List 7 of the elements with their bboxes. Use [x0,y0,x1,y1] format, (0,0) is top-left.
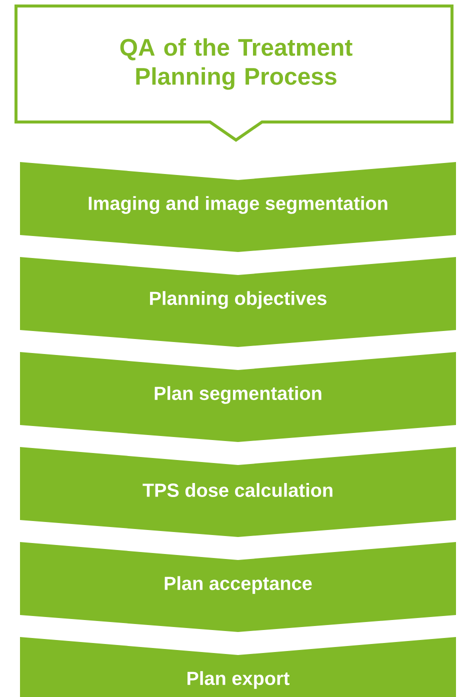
chevron-box: Plan export [20,637,456,697]
chevron-box: TPS dose calculation [20,447,456,537]
title-box: QA of the Treatment Planning Process [14,4,454,142]
chevron-box: Plan acceptance [20,542,456,632]
chevron-box: Planning objectives [20,257,456,347]
chevron-box: Imaging and image segmentation [20,162,456,252]
chevron-box: Plan segmentation [20,352,456,442]
